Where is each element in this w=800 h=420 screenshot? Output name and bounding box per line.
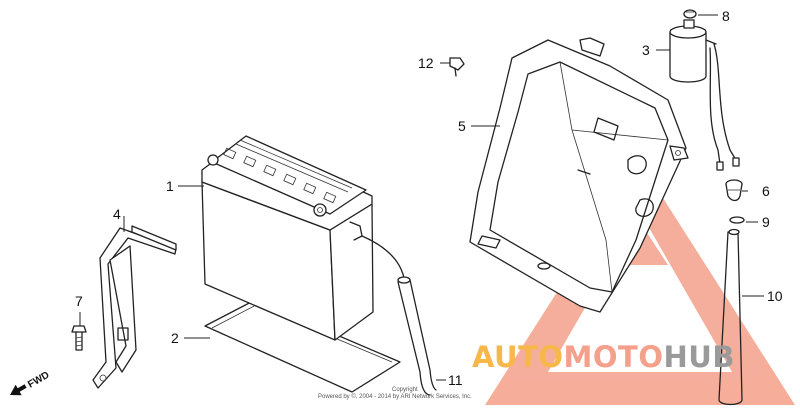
leader-lines [79, 14, 764, 339]
callout-12: 12 [418, 55, 434, 71]
copyright-line-1: Copyright [392, 387, 418, 393]
battery-bracket [92, 225, 177, 389]
relay [669, 19, 740, 171]
watermark-text-moto: MOTO [564, 340, 664, 374]
watermark-text-auto: AUTO [472, 340, 564, 374]
callout-6: 6 [762, 183, 770, 199]
clip [449, 57, 465, 77]
callout-3: 3 [642, 42, 650, 58]
forward-indicator: FWD [10, 370, 51, 396]
grommet [725, 179, 743, 202]
watermark-text: AUTOMOTOHUB [472, 340, 735, 374]
breather-tube [361, 235, 446, 396]
callouts: 1 2 3 4 5 6 7 8 9 10 11 12 [75, 8, 783, 388]
bolt [71, 325, 87, 351]
battery [201, 135, 374, 341]
callout-8: 8 [722, 8, 730, 24]
fwd-label: FWD [26, 370, 51, 391]
callout-5: 5 [458, 118, 466, 134]
washer [729, 216, 745, 224]
cap [683, 9, 697, 19]
callout-2: 2 [171, 330, 179, 346]
battery-case [469, 37, 689, 313]
callout-7: 7 [75, 293, 83, 309]
watermark-text-hub: HUB [664, 340, 735, 374]
callout-9: 9 [762, 214, 770, 230]
callout-4: 4 [113, 206, 121, 222]
drain-tube [718, 228, 743, 406]
arrow-left-icon [10, 384, 27, 396]
watermark-triangle [485, 162, 795, 405]
callout-1: 1 [166, 178, 174, 194]
copyright-line-2: Powered by ©, 2004 - 2014 by ARI Network… [318, 393, 472, 400]
callout-11: 11 [448, 372, 463, 388]
callout-10: 10 [767, 288, 783, 304]
